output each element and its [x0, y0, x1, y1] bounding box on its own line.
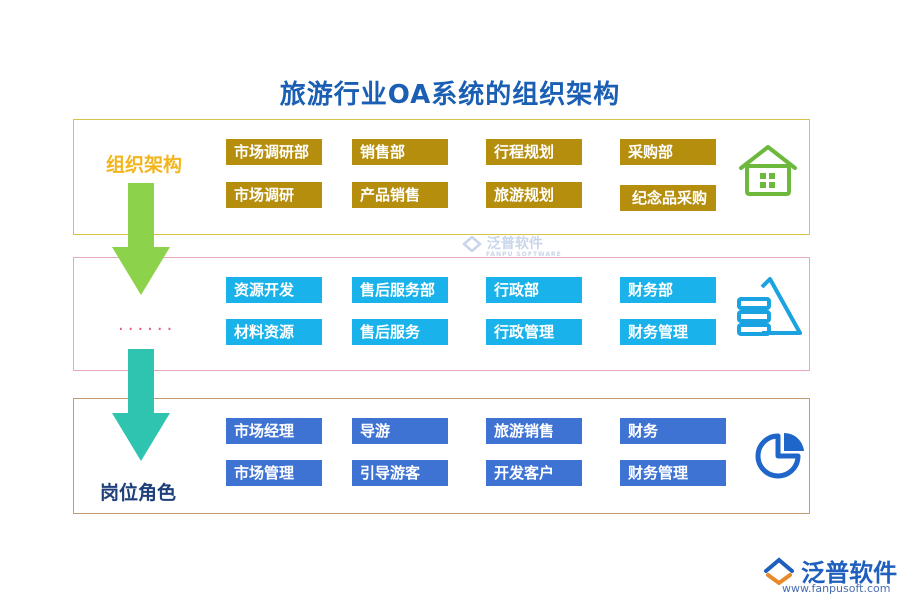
org-box: 旅游规划 [486, 182, 582, 208]
org-box: 行程规划 [486, 139, 582, 165]
watermark-text: 泛普软件 [486, 236, 543, 252]
fanpu-logo-icon [462, 235, 482, 253]
house-icon [739, 145, 797, 196]
page-title: 旅游行业OA系统的组织架构 [279, 80, 621, 110]
brand-name: 泛普软件 [801, 559, 898, 587]
dept-box: 财务部 [620, 277, 716, 303]
dept-box: 财务管理 [620, 319, 716, 345]
role-box: 财务 [620, 418, 726, 444]
role-box: 开发客户 [486, 460, 582, 486]
dept-box: 资源开发 [226, 277, 322, 303]
pyramid-chart-icon [737, 277, 802, 336]
org-box: 纪念品采购 [620, 185, 716, 211]
role-box: 市场经理 [226, 418, 322, 444]
ellipsis-dots: ...... [118, 314, 177, 335]
role-box: 引导游客 [352, 460, 448, 486]
dept-box: 售后服务部 [352, 277, 448, 303]
org-box: 销售部 [352, 139, 448, 165]
role-box: 财务管理 [620, 460, 726, 486]
department-panel [73, 257, 810, 371]
role-box: 导游 [352, 418, 448, 444]
role-box: 旅游销售 [486, 418, 582, 444]
org-box: 市场调研部 [226, 139, 322, 165]
org-structure-panel [73, 119, 810, 235]
position-role-label: 岗位角色 [100, 482, 177, 504]
pie-chart-icon [755, 432, 804, 479]
brand-url: www.fanpusoft.com [782, 582, 891, 595]
watermark: 泛普软件 FANPU SOFTWARE [462, 233, 562, 258]
dept-box: 材料资源 [226, 319, 322, 345]
org-structure-label: 组织架构 [106, 154, 183, 176]
dept-box: 行政管理 [486, 319, 582, 345]
dept-box: 行政部 [486, 277, 582, 303]
role-panel [73, 398, 810, 514]
org-box: 采购部 [620, 139, 716, 165]
dept-box: 售后服务 [352, 319, 448, 345]
brand-logo: 泛普软件 [762, 553, 897, 588]
role-box: 市场管理 [226, 460, 322, 486]
org-box: 产品销售 [352, 182, 448, 208]
watermark-subtext: FANPU SOFTWARE [486, 251, 562, 258]
down-arrow-icon [112, 349, 170, 461]
down-arrow-icon [112, 183, 170, 295]
org-box: 市场调研 [226, 182, 322, 208]
fanpu-logo-icon [764, 556, 794, 585]
